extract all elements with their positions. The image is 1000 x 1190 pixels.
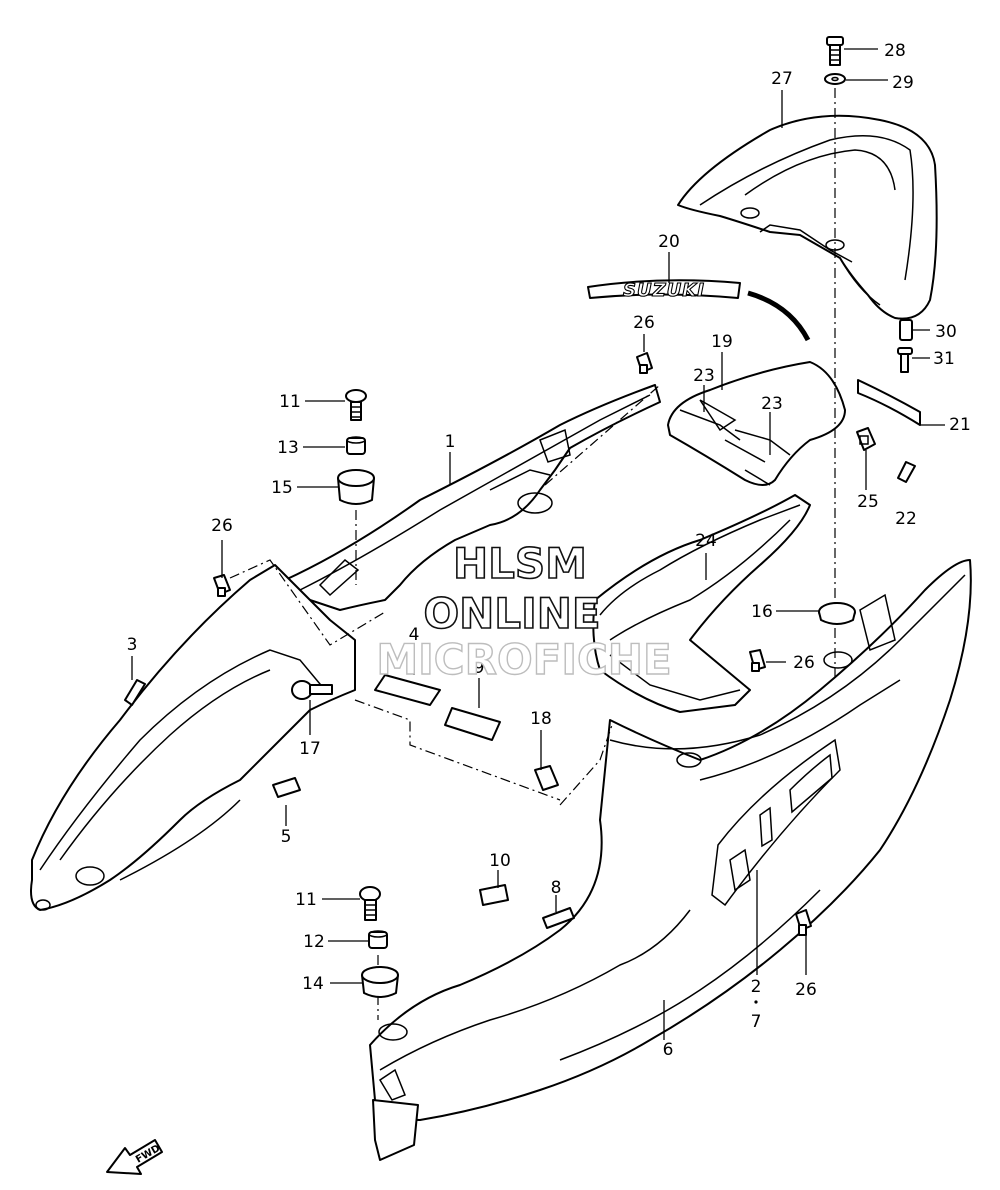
callout-29: 29 bbox=[892, 73, 914, 93]
clip-nut bbox=[856, 427, 876, 451]
callout-31: 31 bbox=[933, 349, 955, 369]
callout-23: 23 bbox=[693, 366, 715, 386]
callout-23: 23 bbox=[761, 394, 783, 414]
callout-separator-dot bbox=[754, 1000, 758, 1004]
grommet-16 bbox=[818, 602, 856, 625]
pad-9 bbox=[444, 707, 501, 741]
watermark-line1: HLSM bbox=[453, 539, 587, 588]
callout-9: 9 bbox=[474, 658, 485, 678]
fastener-26-bottom bbox=[795, 909, 812, 936]
pad-4 bbox=[374, 674, 441, 706]
callout-8: 8 bbox=[551, 878, 562, 898]
callout-14: 14 bbox=[302, 974, 324, 994]
callout-15: 15 bbox=[271, 478, 293, 498]
small-strip-3 bbox=[124, 679, 146, 706]
grommet-14 bbox=[361, 966, 399, 998]
callout-19: 19 bbox=[711, 332, 733, 352]
callout-5: 5 bbox=[281, 827, 292, 847]
callout-10: 10 bbox=[489, 851, 511, 871]
callout-26: 26 bbox=[211, 516, 233, 536]
clip-18 bbox=[534, 765, 559, 791]
strip-8 bbox=[542, 907, 575, 929]
pad-10 bbox=[479, 884, 509, 906]
fastener-26-left bbox=[213, 574, 231, 597]
callout-3: 3 bbox=[127, 635, 138, 655]
callout-18: 18 bbox=[530, 709, 552, 729]
callout-27: 27 bbox=[771, 69, 793, 89]
fwd-arrow: FWD bbox=[106, 1139, 163, 1175]
callout-26: 26 bbox=[793, 653, 815, 673]
callout-22: 22 bbox=[895, 509, 917, 529]
emblem-text: SUZUKI bbox=[623, 280, 705, 301]
bolt-17 bbox=[291, 680, 333, 700]
callout-7: 7 bbox=[751, 1012, 762, 1032]
callout-13: 13 bbox=[277, 438, 299, 458]
watermark-line2: ONLINE bbox=[423, 589, 600, 638]
grommet-15 bbox=[337, 469, 375, 505]
callout-26: 26 bbox=[795, 980, 817, 1000]
watermark-line3: MICROFICHE bbox=[376, 635, 671, 684]
collar-13 bbox=[346, 436, 366, 455]
callout-20: 20 bbox=[658, 232, 680, 252]
callout-21: 21 bbox=[949, 415, 971, 435]
fastener-26-mid bbox=[749, 649, 766, 672]
suzuki-emblem: SUZUKI bbox=[587, 279, 811, 342]
callout-1: 1 bbox=[445, 432, 456, 452]
screw-11-bottom bbox=[359, 886, 381, 921]
seat-cowl-right bbox=[369, 559, 972, 1161]
callout-28: 28 bbox=[884, 41, 906, 61]
callout-4: 4 bbox=[409, 625, 420, 645]
side-cover-left bbox=[30, 564, 356, 911]
callout-11: 11 bbox=[295, 890, 317, 910]
leader-lines bbox=[131, 48, 945, 1040]
screw-31 bbox=[897, 347, 913, 373]
screw-11-top bbox=[345, 389, 367, 421]
collar-12 bbox=[368, 930, 388, 949]
callout-16: 16 bbox=[751, 602, 773, 622]
callout-25: 25 bbox=[857, 492, 879, 512]
pad-5 bbox=[272, 777, 301, 798]
fastener-26-top bbox=[636, 352, 653, 374]
callout-11: 11 bbox=[279, 392, 301, 412]
small-pad bbox=[897, 461, 916, 483]
callout-30: 30 bbox=[935, 322, 957, 342]
callout-6: 6 bbox=[663, 1040, 674, 1060]
frame-cover-left bbox=[284, 384, 661, 611]
callout-2: 2 bbox=[751, 977, 762, 997]
callout-17: 17 bbox=[299, 739, 321, 759]
callout-24: 24 bbox=[695, 531, 717, 551]
washer-29 bbox=[824, 73, 846, 85]
bolt-28 bbox=[826, 36, 844, 66]
callout-12: 12 bbox=[303, 932, 325, 952]
watermark: HLSM ONLINE MICROFICHE bbox=[376, 538, 673, 685]
grab-rail bbox=[677, 114, 938, 320]
callout-26: 26 bbox=[633, 313, 655, 333]
trim-strip bbox=[857, 379, 921, 426]
center-panel bbox=[592, 494, 811, 713]
seat-tail-cover bbox=[667, 361, 846, 486]
spacer-collar bbox=[899, 319, 913, 341]
